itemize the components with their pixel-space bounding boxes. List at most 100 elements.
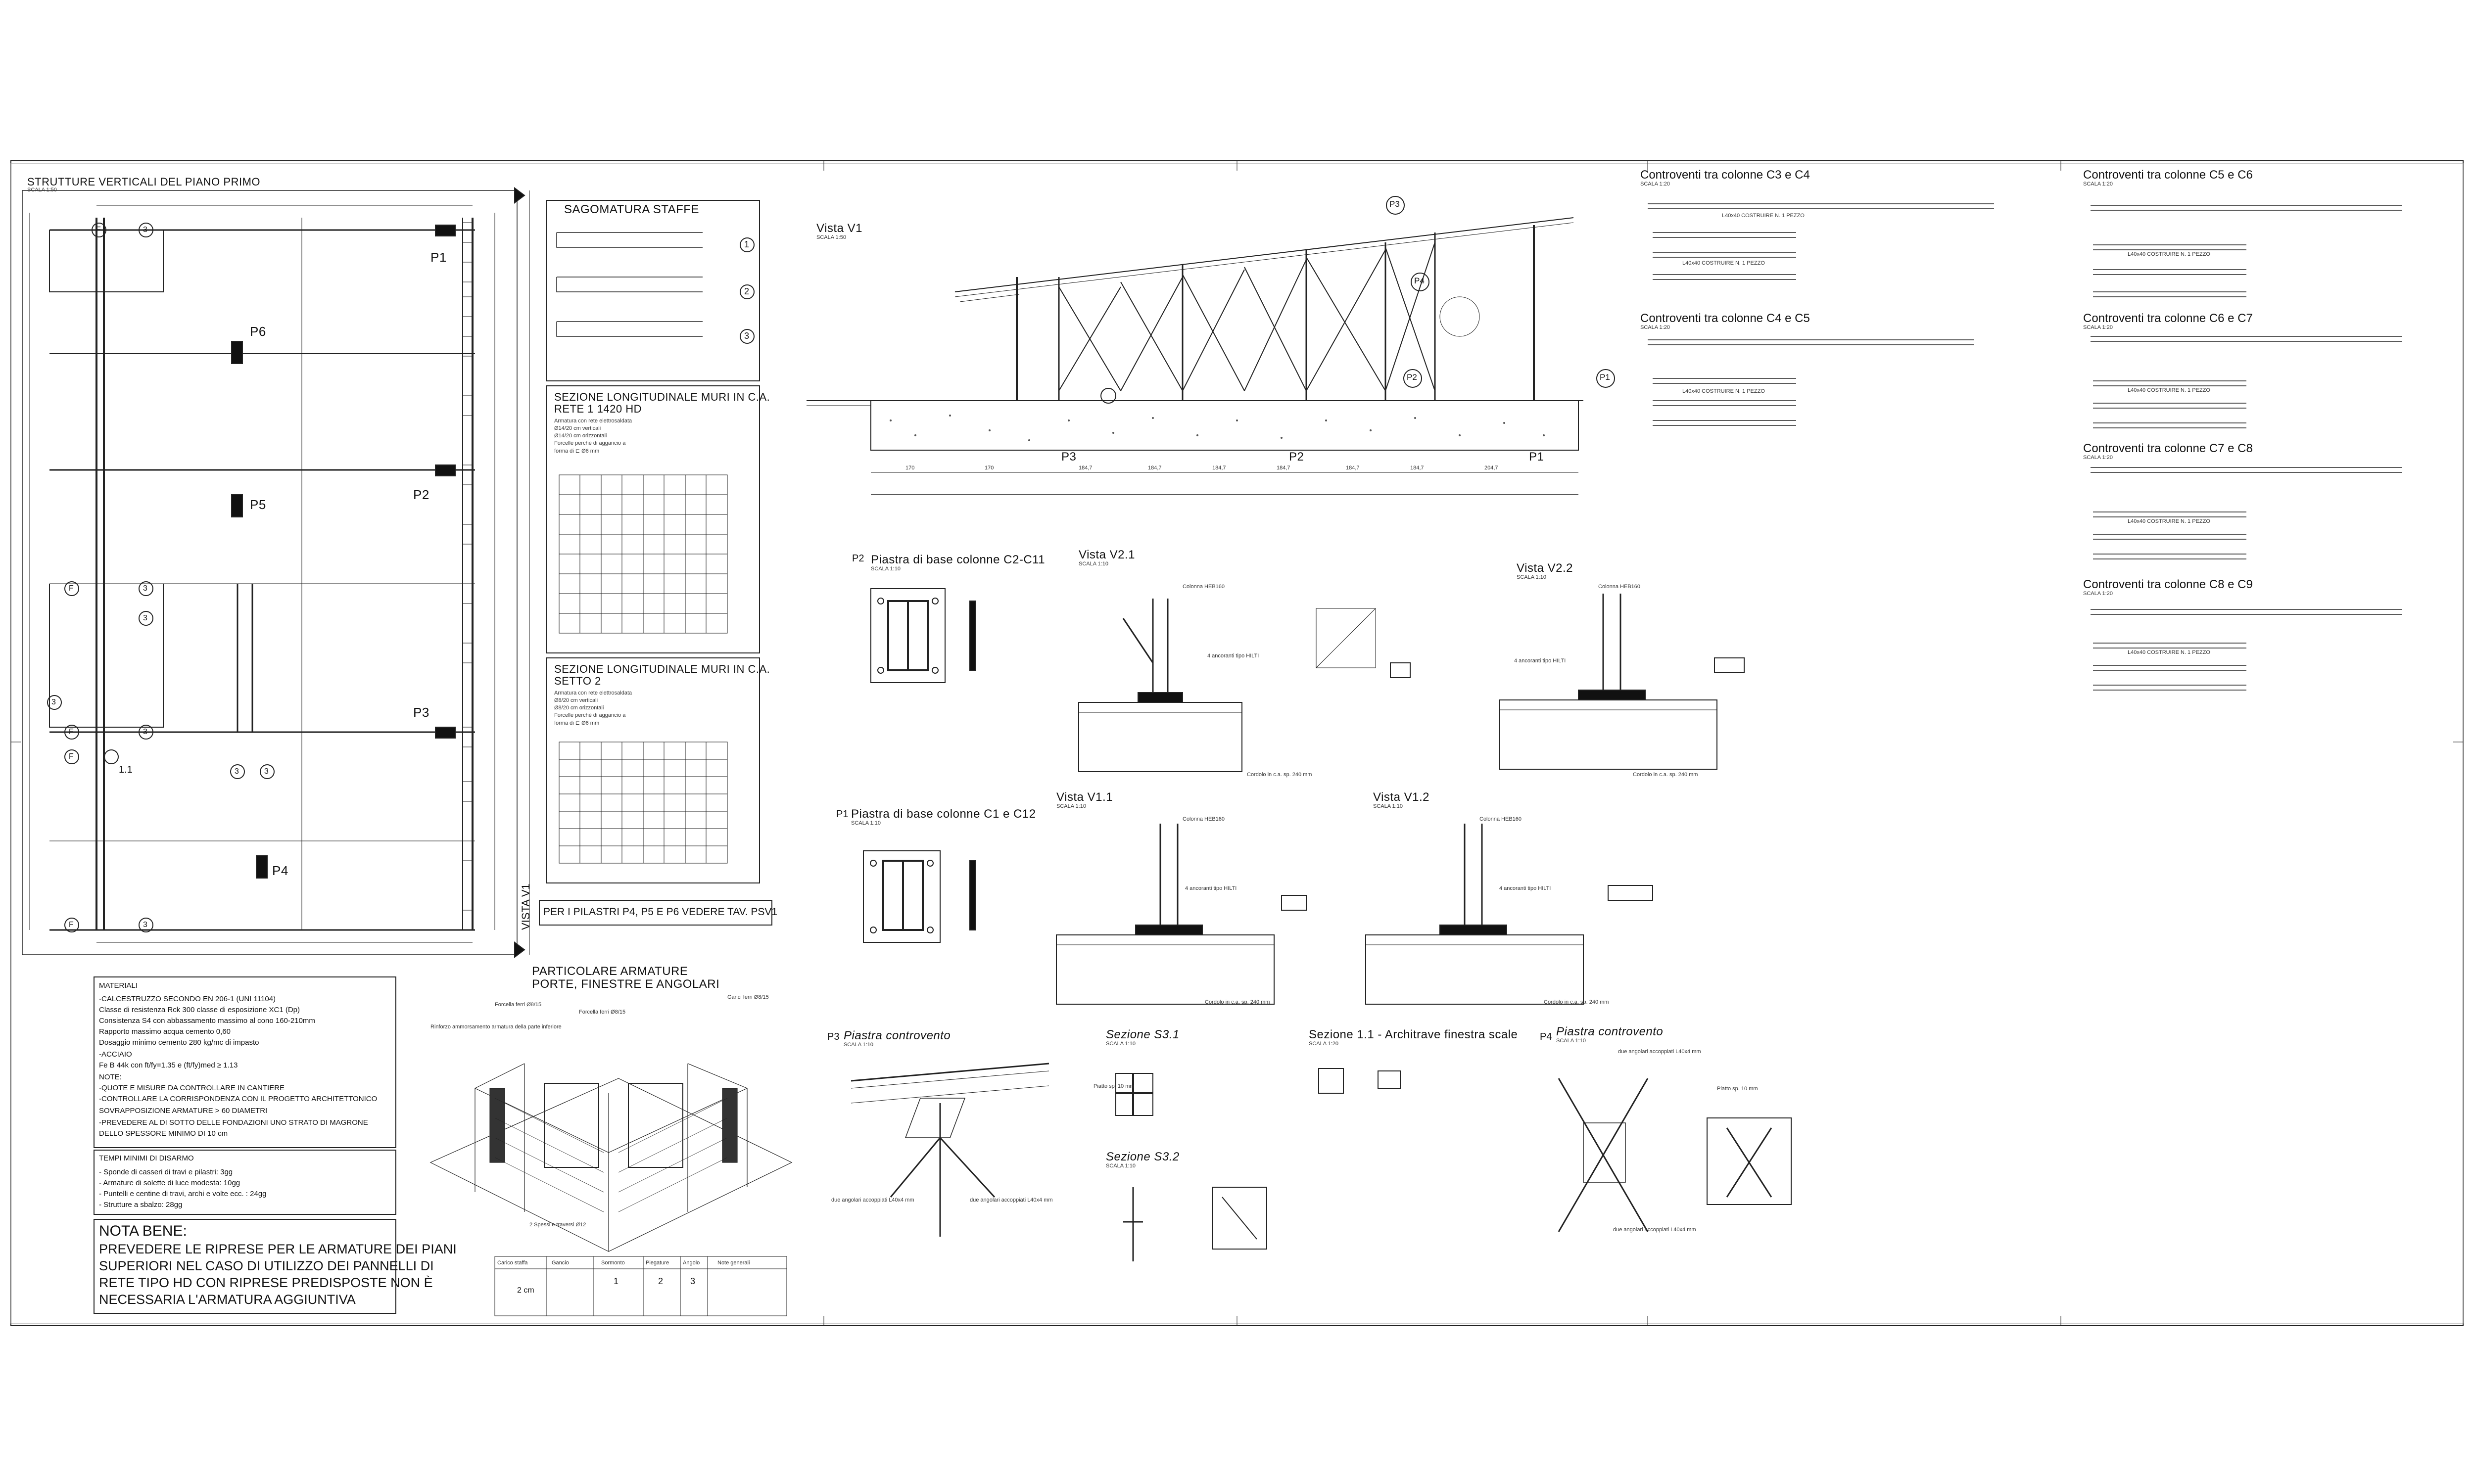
- vista-v1-dim: 184,7: [1410, 465, 1424, 471]
- tempi-title: TEMPI MINIMI DI DISARMO: [99, 1154, 194, 1162]
- particolare-title: PARTICOLARE ARMATURE: [532, 965, 688, 978]
- vista-v1-bottom-label: P3: [1061, 450, 1077, 464]
- particolare-label: 2 Spessi e traversi Ø12: [529, 1222, 586, 1228]
- pillar-label-p6: P6: [250, 324, 266, 339]
- vista-v1-marker: P3: [1389, 199, 1400, 209]
- callout-tirafondi: 4 ancoranti tipo HILTI: [1514, 658, 1566, 664]
- detail-marker: P2: [852, 553, 864, 564]
- callout-tirafondi: 4 ancoranti tipo HILTI: [1185, 885, 1237, 891]
- materiali-line: -ACCIAIO: [99, 1050, 132, 1059]
- vista-v1-marker: P2: [1407, 372, 1417, 382]
- sagomatura-item-3: 3: [744, 331, 750, 341]
- materiali-line: -PREVEDERE AL DI SOTTO DELLE FONDAZIONI …: [99, 1118, 368, 1127]
- tempi-line: - Sponde di casseri di travi e pilastri:…: [99, 1168, 233, 1176]
- callout-colonna: Colonna HEB160: [1183, 584, 1225, 590]
- vista-v1-marker: P1: [1600, 372, 1610, 382]
- controventi-row-label: L40x40 COSTRUIRE N. 1 PEZZO: [2128, 649, 2210, 655]
- detail-title: Vista V2.2: [1517, 561, 1573, 575]
- vista-v1-title: Vista V1: [816, 222, 862, 235]
- tempi-line: - Puntelli e centine di travi, archi e v…: [99, 1190, 267, 1198]
- callout-fondazione: Cordolo in c.a. sp. 240 mm: [1247, 772, 1312, 778]
- sezione-muri-2-line: forma di ⊏ Ø6 mm: [554, 720, 600, 726]
- materiali-line: Dosaggio minimo cemento 280 kg/mc di imp…: [99, 1038, 259, 1047]
- pillar-label-p4: P4: [272, 863, 288, 878]
- materiali-line: NOTE:: [99, 1073, 122, 1081]
- materiali-line: Consistenza S4 con abbassamento massimo …: [99, 1017, 315, 1025]
- controventi-title: Controventi tra colonne C5 e C6: [2083, 168, 2253, 182]
- vista-v1-dim: 170: [985, 465, 994, 471]
- sagomatura-item-2: 2: [744, 286, 750, 296]
- vista-v1-dim: 184,7: [1148, 465, 1162, 471]
- controventi-title: Controventi tra colonne C7 e C8: [2083, 442, 2253, 455]
- controventi-row-label: L40x40 COSTRUIRE N. 1 PEZZO: [2128, 251, 2210, 257]
- floor-plan: [22, 190, 518, 955]
- axis-marker: 3: [143, 226, 147, 234]
- sezione-muri-1-line: forma di ⊏ Ø6 mm: [554, 448, 600, 454]
- particolare-subtitle: PORTE, FINESTRE E ANGOLARI: [532, 977, 720, 991]
- legend-value: 3: [690, 1276, 696, 1286]
- legend-header: Piegature: [646, 1260, 669, 1266]
- axis-marker: 3: [143, 584, 147, 593]
- pillar-label-p3: P3: [413, 705, 429, 720]
- detail-marker: P3: [827, 1031, 840, 1042]
- detail-title: Vista V1.1: [1056, 790, 1113, 804]
- detail-scale: SCALA 1:10: [844, 1042, 873, 1048]
- controventi-row-label: L40x40 COSTRUIRE N. 1 PEZZO: [1722, 213, 1805, 219]
- pillar-label-p5: P5: [250, 497, 266, 512]
- legend-header: Gancio: [552, 1260, 569, 1266]
- axis-marker: 3: [264, 767, 269, 776]
- particolare-label: Rinforzo ammorsamento armatura della par…: [430, 1024, 562, 1030]
- controventi-title: Controventi tra colonne C4 e C5: [1640, 312, 1810, 325]
- vista-v1-bottom-label: P2: [1289, 450, 1304, 464]
- callout-angolari: due angolari accoppiati L40x4 mm: [1613, 1227, 1696, 1233]
- controventi-title: Controventi tra colonne C6 e C7: [2083, 312, 2253, 325]
- axis-marker: F: [96, 226, 101, 234]
- detail-scale: SCALA 1:10: [1106, 1163, 1136, 1169]
- legend-value: 2: [658, 1276, 664, 1286]
- axis-marker: 3: [51, 698, 56, 706]
- particolare-label: Ganci ferri Ø8/15: [727, 994, 769, 1000]
- sezione-muri-2-title: SEZIONE LONGITUDINALE MURI IN C.A.: [554, 663, 770, 675]
- vista-v1-marker: P4: [1414, 276, 1425, 285]
- tempi-line: - Strutture a sbalzo: 28gg: [99, 1201, 183, 1209]
- callout-piatto: Piatto sp. 10 mm: [1717, 1086, 1758, 1092]
- controventi-scale: SCALA 1:20: [1640, 181, 1670, 187]
- nota-bene-line: NECESSARIA L'ARMATURA AGGIUNTIVA: [99, 1292, 356, 1307]
- vista-v1-scale: SCALA 1:50: [816, 234, 846, 240]
- piastra-controvento-p4-drawing: [1558, 1078, 1792, 1232]
- controventi-row-label: L40x40 COSTRUIRE N. 1 PEZZO: [2128, 387, 2210, 393]
- legend-header: Angolo: [683, 1260, 700, 1266]
- detail-scale: SCALA 1:10: [1056, 803, 1086, 809]
- axis-marker: F: [69, 728, 74, 736]
- detail-title: Piastra controvento: [1556, 1025, 1664, 1038]
- vista-v1-dim: 184,7: [1346, 465, 1360, 471]
- left-panel-scale: SCALA 1:50: [27, 187, 57, 193]
- vista-v1-dim: 184,7: [1079, 465, 1093, 471]
- callout-tirafondi: 4 ancoranti tipo HILTI: [1207, 653, 1259, 659]
- vista-v1-side-label: VISTA V1: [520, 883, 532, 930]
- nota-bene-line: PREVEDERE LE RIPRESE PER LE ARMATURE DEI…: [99, 1242, 457, 1256]
- sezione-muri-2-line: Armatura con rete elettrosaldata: [554, 690, 632, 696]
- materiali-line: -CALCESTRUZZO SECONDO EN 206-1 (UNI 1110…: [99, 995, 276, 1003]
- materiali-line: -CONTROLLARE LA CORRISPONDENZA CON IL PR…: [99, 1095, 378, 1103]
- sezione-muri-1-title: SEZIONE LONGITUDINALE MURI IN C.A.: [554, 391, 770, 403]
- legend-header: Carico staffa: [497, 1260, 528, 1266]
- vista-v12-drawing: [1365, 824, 1653, 1005]
- pilastri-note: PER I PILASTRI P4, P5 E P6 VEDERE TAV. P…: [543, 906, 778, 918]
- sezione-muri-1-box: [546, 385, 760, 653]
- sezione-muri-2-subtitle: SETTO 2: [554, 675, 601, 687]
- axis-marker: F: [69, 921, 74, 929]
- sezione-muri-1-subtitle: RETE 1 1420 HD: [554, 403, 642, 415]
- callout-angolari: due angolari accoppiati L40x4 mm: [1618, 1049, 1701, 1055]
- inner-frame: [10, 163, 2464, 1324]
- sezione-muri-2-line: Ø8/20 cm orizzontali: [554, 705, 604, 711]
- detail-scale: SCALA 1:10: [851, 820, 881, 826]
- legend-header: Sormonto: [601, 1260, 625, 1266]
- materiali-line: Rapporto massimo acqua cemento 0,60: [99, 1027, 231, 1036]
- piastra-c1-c12-drawing: [863, 850, 976, 943]
- materiali-line: SOVRAPPOSIZIONE ARMATURE > 60 DIAMETRI: [99, 1107, 268, 1115]
- sezione-s31-drawing: [1115, 1073, 1153, 1116]
- callout-fondazione: Cordolo in c.a. sp. 240 mm: [1544, 999, 1609, 1005]
- callout-tirafondi: 4 ancoranti tipo HILTI: [1499, 885, 1551, 891]
